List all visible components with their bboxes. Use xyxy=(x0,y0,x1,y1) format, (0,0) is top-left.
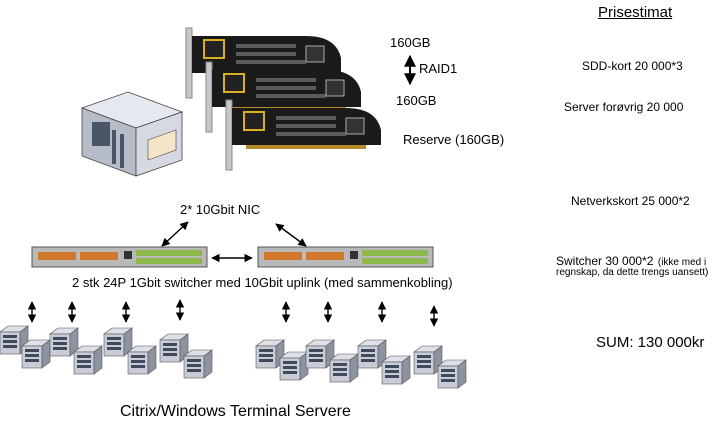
capacity-label-mid: 160GB xyxy=(396,93,437,108)
ssd-cards-icon xyxy=(185,27,382,171)
switch-right-icon xyxy=(257,246,434,268)
price-sum: SUM: 130 000kr xyxy=(596,334,705,351)
server-cluster-right-icon xyxy=(255,339,467,389)
servers-caption: Citrix/Windows Terminal Servere xyxy=(120,403,351,420)
price-switch-note-2: regnskap, da dette trengs uansett) xyxy=(556,267,709,278)
nic-label: 2* 10Gbit NIC xyxy=(180,202,261,217)
raid-label: RAID1 xyxy=(419,61,458,76)
price-nic: Netverkskort 25 000*2 xyxy=(571,194,690,208)
nic-arrow-right xyxy=(275,223,307,247)
server-cluster-left-icon xyxy=(0,325,213,379)
price-title: Prisestimat xyxy=(598,4,673,21)
capacity-label-top: 160GB xyxy=(390,35,431,50)
price-switch-main: Switcher 30 000*2 xyxy=(556,254,654,268)
price-ssd: SDD-kort 20 000*3 xyxy=(582,59,683,73)
switch-caption: 2 stk 24P 1Gbit switcher med 10Gbit upli… xyxy=(72,275,453,290)
price-server: Server forøvrig 20 000 xyxy=(564,100,684,114)
nic-arrow-left xyxy=(161,221,189,247)
price-switch-note-1: (ikke med i xyxy=(657,257,707,268)
switch-left-icon xyxy=(31,246,208,268)
server-arrows xyxy=(27,299,439,327)
server-tower-icon xyxy=(80,91,184,177)
reserve-label: Reserve (160GB) xyxy=(403,132,505,147)
price-switch: Switcher 30 000*2 (ikke med i xyxy=(556,252,706,270)
